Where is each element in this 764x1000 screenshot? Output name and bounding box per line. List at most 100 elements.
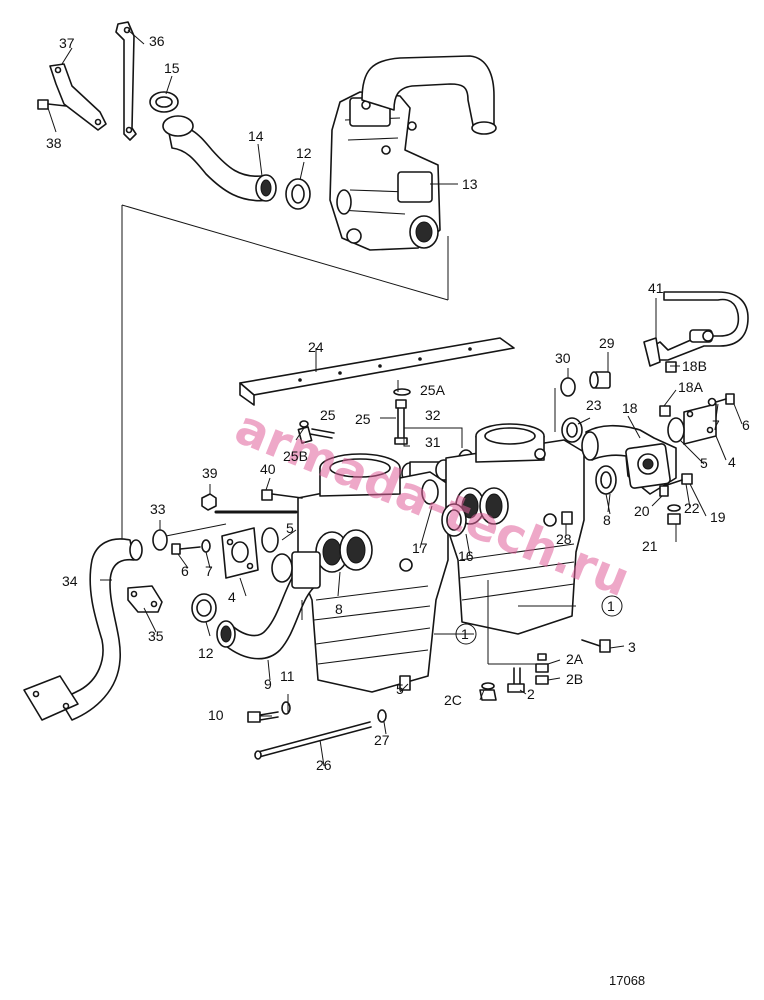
label-40: 40 bbox=[260, 461, 276, 477]
label-22: 22 bbox=[684, 500, 700, 516]
label-6-right: 6 bbox=[742, 417, 750, 433]
leader-lines bbox=[47, 29, 743, 767]
drain-plugs-part-2 bbox=[479, 653, 549, 701]
label-16: 16 bbox=[458, 548, 474, 564]
label-18: 18 bbox=[622, 400, 638, 416]
label-23: 23 bbox=[586, 397, 602, 413]
label-26: 26 bbox=[316, 757, 332, 773]
label-2A: 2A bbox=[566, 651, 584, 667]
label-13: 13 bbox=[462, 176, 478, 192]
label-20: 20 bbox=[634, 503, 650, 519]
bolt-part-3 bbox=[581, 639, 611, 653]
bracket-lead-31-32 bbox=[403, 427, 463, 448]
label-30: 30 bbox=[555, 350, 571, 366]
label-12-top: 12 bbox=[296, 145, 312, 161]
bolt-part-28 bbox=[561, 511, 573, 525]
label-29: 29 bbox=[599, 335, 615, 351]
ring-part-23 bbox=[561, 417, 583, 443]
mounting-rail-part-24 bbox=[239, 337, 515, 406]
label-10: 10 bbox=[208, 707, 224, 723]
label-35: 35 bbox=[148, 628, 164, 644]
label-24: 24 bbox=[308, 339, 324, 355]
label-1a: 1 bbox=[607, 598, 615, 614]
ring-part-33 bbox=[152, 529, 168, 551]
drawing-number: 17068 bbox=[609, 973, 645, 988]
label-4-left: 4 bbox=[228, 589, 236, 605]
label-4-right: 4 bbox=[728, 454, 736, 470]
label-41: 41 bbox=[648, 280, 664, 296]
label-2B: 2B bbox=[566, 671, 583, 687]
callout-circle-1b bbox=[455, 623, 477, 645]
callout-circle-1a bbox=[601, 595, 623, 617]
connection-line-top bbox=[121, 204, 449, 540]
elbow-pipe-part-9 bbox=[216, 551, 321, 660]
seal-ring-part-17 bbox=[421, 479, 439, 505]
label-25B: 25B bbox=[283, 448, 308, 464]
label-8-right: 8 bbox=[603, 512, 611, 528]
stud-part-26 bbox=[254, 721, 372, 760]
label-18B: 18B bbox=[682, 358, 707, 374]
plug-part-18A bbox=[659, 405, 671, 417]
label-34: 34 bbox=[62, 573, 78, 589]
bolt-part-38 bbox=[37, 99, 67, 110]
label-38: 38 bbox=[46, 135, 62, 151]
exhaust-pipe-part-34 bbox=[23, 538, 143, 721]
exhaust-manifold-right bbox=[445, 423, 585, 635]
label-31: 31 bbox=[425, 434, 441, 450]
label-28: 28 bbox=[556, 531, 572, 547]
label-5-left-upper: 5 bbox=[286, 520, 294, 536]
ring-part-15 bbox=[149, 91, 179, 113]
label-19: 19 bbox=[710, 509, 726, 525]
plug-part-18B bbox=[665, 361, 677, 373]
label-25A: 25A bbox=[420, 382, 446, 398]
bolt-part-21-22 bbox=[667, 504, 681, 525]
label-9: 9 bbox=[264, 676, 272, 692]
label-8-left: 8 bbox=[335, 601, 343, 617]
bolt-part-10 bbox=[247, 711, 279, 723]
ring-part-30 bbox=[560, 377, 576, 397]
label-7-right: 7 bbox=[712, 417, 720, 433]
label-12-lower: 12 bbox=[198, 645, 214, 661]
washer-part-7-left bbox=[201, 539, 211, 553]
label-37: 37 bbox=[59, 35, 75, 51]
sea-water-pump-assembly bbox=[329, 55, 497, 251]
bracket-part-37 bbox=[49, 63, 107, 131]
bolt-part-6-right bbox=[707, 393, 735, 407]
label-18A: 18A bbox=[678, 379, 704, 395]
label-1b: 1 bbox=[461, 626, 469, 642]
label-3: 3 bbox=[628, 639, 636, 655]
bracket-part-36 bbox=[115, 21, 137, 141]
label-7-left: 7 bbox=[205, 563, 213, 579]
gasket-part-7-right bbox=[667, 417, 685, 443]
clamp-part-35 bbox=[127, 585, 163, 613]
label-5-left-lower: 5 bbox=[396, 681, 404, 697]
sleeve-part-29 bbox=[589, 371, 611, 389]
seal-ring-part-12-top bbox=[285, 178, 311, 210]
gasket-part-5-left bbox=[261, 527, 293, 583]
label-6-left: 6 bbox=[181, 563, 189, 579]
vent-pipe-part-41 bbox=[643, 291, 749, 367]
hose-part-14 bbox=[162, 115, 277, 202]
label-2C: 2C bbox=[444, 692, 462, 708]
label-27: 27 bbox=[374, 732, 390, 748]
label-2: 2 bbox=[527, 686, 535, 702]
cover-plate-part-4-left bbox=[221, 527, 259, 579]
ring-part-12-lower bbox=[191, 593, 217, 623]
seal-ring-part-16-inner bbox=[446, 509, 462, 531]
label-36: 36 bbox=[149, 33, 165, 49]
bolt-part-20 bbox=[659, 485, 669, 497]
bolt-part-6-left bbox=[171, 543, 201, 555]
exhaust-manifold-left bbox=[297, 453, 449, 693]
washer-part-27 bbox=[377, 709, 387, 723]
label-25-center: 25 bbox=[355, 411, 371, 427]
label-15: 15 bbox=[164, 60, 180, 76]
lead-33 bbox=[165, 523, 227, 537]
ring-part-8-right bbox=[595, 465, 617, 495]
label-17: 17 bbox=[412, 540, 428, 556]
label-33: 33 bbox=[150, 501, 166, 517]
label-32: 32 bbox=[425, 407, 441, 423]
label-11: 11 bbox=[280, 668, 295, 684]
washer-part-11 bbox=[281, 701, 291, 715]
label-5-right: 5 bbox=[700, 455, 708, 471]
